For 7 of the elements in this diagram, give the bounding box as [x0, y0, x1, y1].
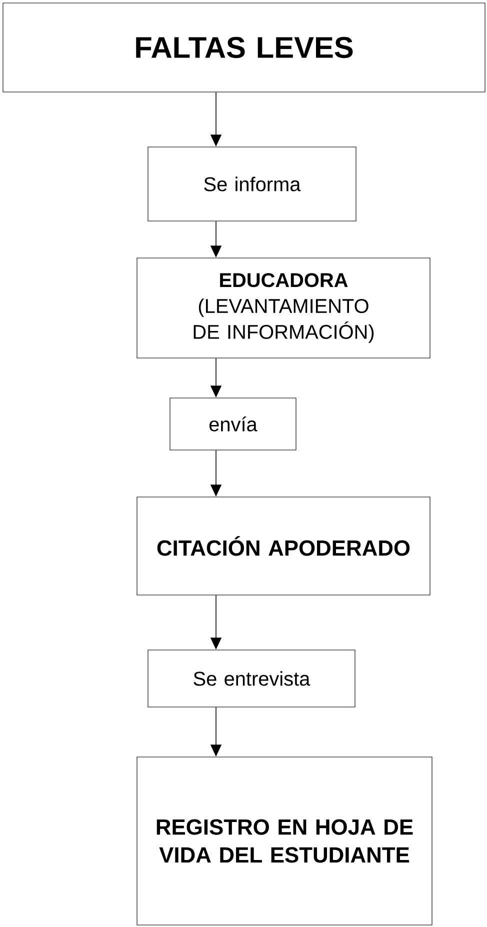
step-box: Se entrevista — [148, 650, 356, 708]
step-box: envía — [170, 398, 296, 450]
process-box: FALTAS LEVES — [2, 2, 486, 92]
step-box: Se informa — [148, 146, 356, 222]
process-box: REGISTRO EN HOJA DE VIDA DEL ESTUDIANTE — [136, 756, 432, 926]
process-box: CITACIÓN APODERADO — [136, 496, 430, 596]
process-box: EDUCADORA (LEVANTAMIENTO DE INFORMACIÓN) — [136, 258, 430, 358]
